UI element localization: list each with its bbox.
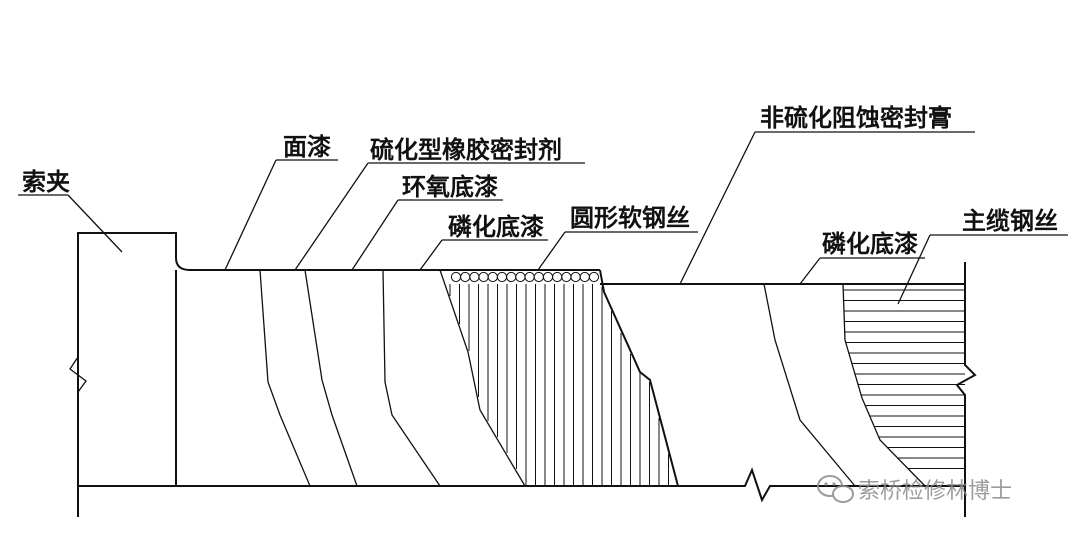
main-cable-boundary: [842, 283, 926, 487]
layer-mianqi: [259, 269, 311, 487]
soft-wire-circle: [469, 271, 480, 283]
label-suojia: 索夹: [22, 167, 70, 196]
watermark-text: 索桥检修林博士: [858, 479, 1012, 504]
watermark: 索桥检修林博士: [817, 475, 1012, 504]
soft-wire-circle: [588, 271, 600, 283]
label-fei-liuhua: 非硫化阻蚀密封膏: [760, 103, 952, 132]
soft-wire-circle: [478, 271, 489, 283]
soft-wire-circle: [515, 271, 526, 283]
soft-wire-circle: [460, 271, 471, 283]
leader-lines: [18, 131, 1068, 305]
label-zhulan-gangsi: 主缆钢丝: [962, 206, 1058, 235]
layer-liuhua: [304, 269, 358, 487]
layer-linhua-left: [439, 269, 526, 487]
soft-wire-circle: [552, 271, 563, 283]
main-cable-wire-hatch: [843, 289, 965, 469]
layer-huanyang: [382, 269, 441, 487]
soft-wire-circle: [561, 271, 572, 283]
right-boundary: [955, 262, 977, 517]
label-huanyang-diqi: 环氧底漆: [402, 172, 498, 201]
wechat-icon: [817, 475, 854, 503]
soft-wire-circle: [579, 271, 590, 283]
label-liuhua-xiangjiao: 硫化型橡胶密封剂: [370, 135, 562, 164]
soft-wire-circle: [533, 271, 544, 283]
base-line: [78, 467, 965, 503]
soft-steel-wire-hatch: [449, 284, 669, 486]
label-mianqi: 面漆: [283, 132, 331, 161]
label-linhua-diqi-left: 磷化底漆: [448, 212, 544, 241]
wire-zone-right-edge: [599, 269, 679, 487]
soft-wire-circle: [570, 271, 581, 283]
soft-wire-circle: [524, 271, 535, 283]
clamp-break-mark: [69, 356, 87, 393]
layer-linhua-right: [763, 283, 856, 487]
soft-wire-circle: [496, 271, 508, 283]
label-yuanxing-ruangangsi: 圆形软钢丝: [570, 203, 690, 232]
soft-wire-circle: [450, 271, 462, 283]
soft-wire-circle: [487, 271, 498, 283]
soft-wire-circle: [506, 271, 517, 283]
soft-wire-circle: [542, 271, 554, 283]
soft-steel-wire-circles: [450, 271, 600, 283]
label-linhua-diqi-right: 磷化底漆: [822, 229, 918, 258]
cable-clamp-outline: [77, 232, 440, 517]
